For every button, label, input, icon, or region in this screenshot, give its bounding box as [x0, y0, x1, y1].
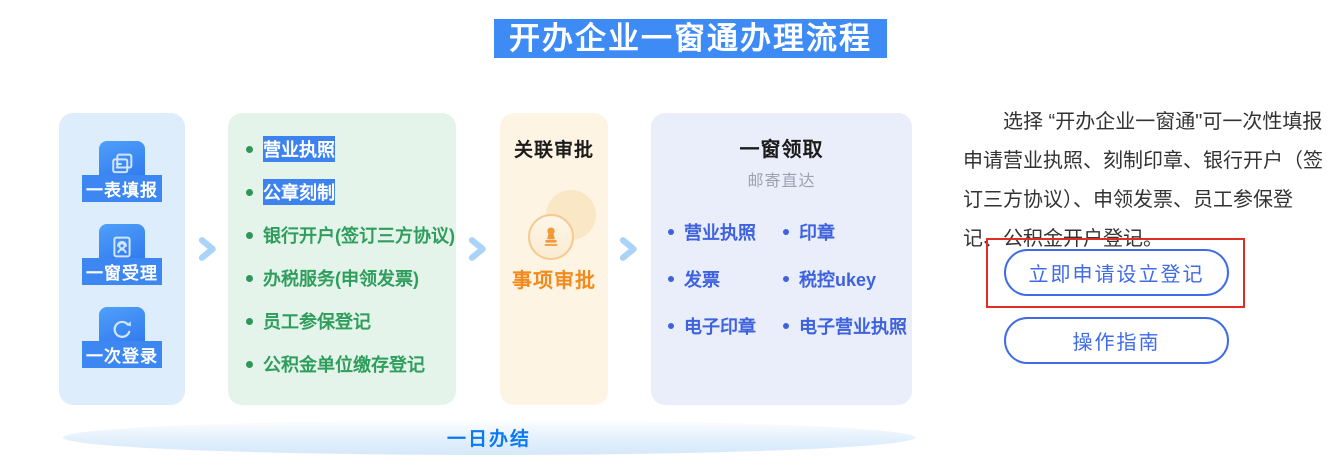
- bullet-dot-icon: [246, 231, 253, 239]
- stamp-icon: [528, 214, 574, 260]
- pickup-subheader: 邮寄直达: [747, 173, 816, 190]
- list-item: 电子印章: [668, 313, 783, 339]
- list-item: 营业执照: [668, 219, 783, 245]
- intro-paragraph: 选择 “开办企业一窗通"可一次性填报申请营业执照、刻制印章、银行开户（签订三方协…: [963, 111, 1323, 250]
- pickup-header: 一窗领取: [739, 139, 824, 161]
- operation-guide-button[interactable]: 操作指南: [1004, 317, 1229, 364]
- list-item: 税控ukey: [783, 266, 907, 292]
- services-list-box: 营业执照 公章刻制 银行开户(签订三方协议) 办税服务(申领发票) 员工参保登记…: [228, 113, 456, 405]
- one-day-banner: 一日办结: [63, 420, 915, 455]
- bullet-dot-icon: [246, 317, 253, 325]
- list-item-label: 公章刻制: [263, 179, 335, 205]
- list-item: 员工参保登记: [246, 309, 456, 333]
- list-item-label: 电子营业执照: [799, 317, 907, 337]
- one-day-banner-label: 一日办结: [446, 429, 531, 450]
- approval-header: 关联审批: [513, 140, 594, 161]
- stamp-illustration: [500, 188, 608, 264]
- step-label: 一次登录: [82, 341, 162, 368]
- list-item: 办税服务(申领发票): [246, 266, 456, 290]
- step-item-window-accept: 一窗受理: [82, 224, 162, 285]
- bullet-dot-icon: [246, 360, 253, 368]
- list-item: 电子营业执照: [783, 313, 907, 339]
- list-item: 营业执照: [246, 136, 456, 162]
- annotation-highlight-box: [986, 238, 1245, 308]
- apply-registration-button[interactable]: 立即申请设立登记: [1004, 249, 1229, 296]
- list-item-label: 公积金单位缴存登记: [263, 355, 425, 375]
- step-label: 一窗受理: [82, 258, 162, 285]
- list-item-label: 发票: [684, 270, 720, 290]
- bullet-dot-icon: [668, 323, 674, 329]
- pickup-list: 营业执照 发票 电子印章 印章 税控ukey: [651, 219, 912, 339]
- list-item: 发票: [668, 266, 783, 292]
- step-item-single-login: 一次登录: [82, 307, 162, 368]
- step-item-form-fill: 一表填报: [82, 141, 162, 202]
- step-fill-report-box: 一表填报 一窗受理 一次登录: [59, 113, 185, 405]
- bullet-dot-icon: [783, 276, 789, 282]
- linked-approval-box: 关联审批 事项审批: [500, 113, 608, 405]
- step-label: 一表填报: [82, 175, 162, 202]
- bullet-dot-icon: [783, 229, 789, 235]
- bullet-dot-icon: [668, 276, 674, 282]
- chevron-right-icon: [462, 234, 492, 264]
- list-item: 公章刻制: [246, 179, 456, 205]
- pickup-column-left: 营业执照 发票 电子印章: [668, 219, 783, 339]
- list-item-label: 印章: [799, 223, 835, 243]
- chevron-right-icon: [613, 234, 643, 264]
- pickup-box: 一窗领取 邮寄直达 营业执照 发票 电子印章: [651, 113, 912, 405]
- bullet-dot-icon: [668, 229, 674, 235]
- pickup-column-right: 印章 税控ukey 电子营业执照: [783, 219, 907, 339]
- list-item: 公积金单位缴存登记: [246, 352, 456, 376]
- list-item-label: 员工参保登记: [263, 312, 371, 332]
- list-item: 印章: [783, 219, 907, 245]
- list-item-label: 营业执照: [684, 223, 756, 243]
- chevron-right-icon: [192, 234, 222, 264]
- list-item-label: 办税服务(申领发票): [263, 269, 419, 289]
- bullet-dot-icon: [246, 188, 253, 196]
- list-item-label: 电子印章: [684, 317, 756, 337]
- bullet-dot-icon: [246, 145, 253, 153]
- list-item-label: 营业执照: [263, 136, 335, 162]
- list-item-label: 银行开户(签订三方协议): [263, 226, 455, 246]
- page-title: 开办企业一窗通办理流程: [494, 19, 887, 58]
- bullet-dot-icon: [783, 323, 789, 329]
- list-item-label: 税控ukey: [799, 270, 877, 290]
- bullet-dot-icon: [246, 274, 253, 282]
- approval-label: 事项审批: [512, 270, 596, 292]
- list-item: 银行开户(签订三方协议): [246, 223, 456, 247]
